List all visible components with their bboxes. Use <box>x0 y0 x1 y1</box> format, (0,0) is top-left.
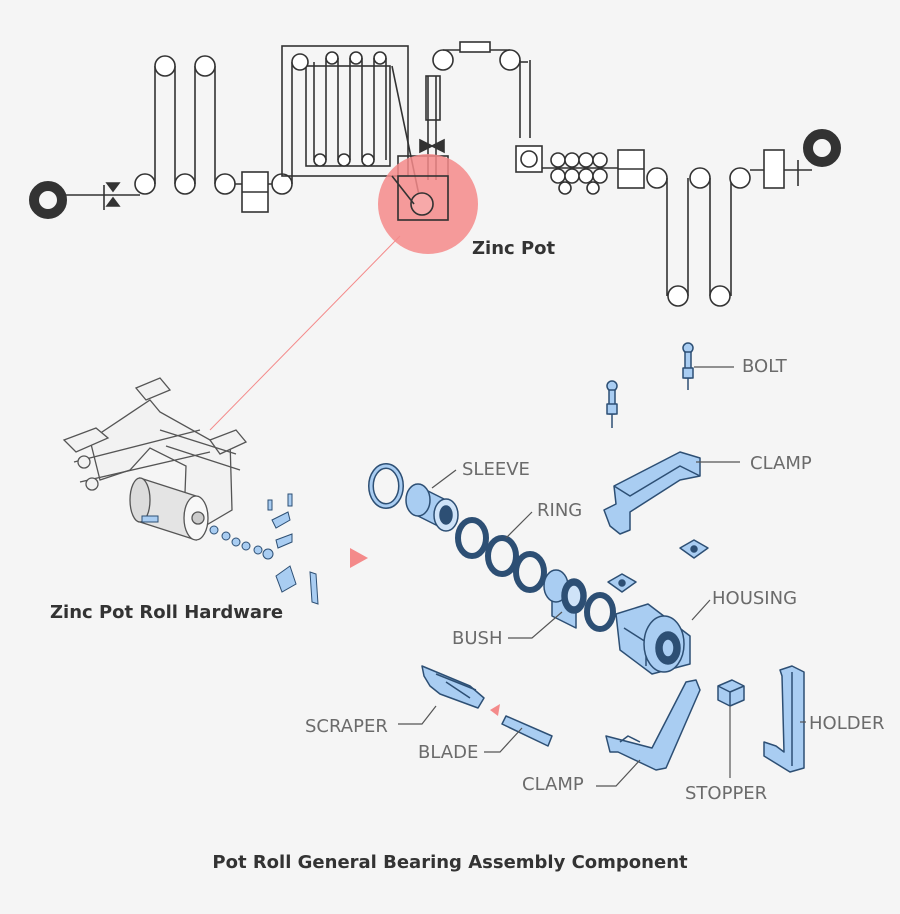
housing-label: HOUSING <box>712 588 798 609</box>
blade-label: BLADE <box>418 742 479 763</box>
entry-coil <box>29 181 67 219</box>
exploded-parts <box>368 342 805 773</box>
clamp-top-part <box>603 451 701 535</box>
bush-part <box>543 569 587 629</box>
clamp-top-label: CLAMP <box>750 453 812 474</box>
process-line <box>29 41 841 307</box>
pot-roll-hardware <box>62 377 248 541</box>
exit-coil <box>803 129 841 167</box>
callout-line <box>209 235 401 431</box>
blade-part <box>501 715 553 747</box>
zinc-pot-label: Zinc Pot <box>472 238 556 259</box>
ring-part <box>455 517 547 593</box>
furnace-box <box>281 45 409 177</box>
hardware-small-parts <box>141 493 319 605</box>
ring-label: RING <box>537 500 583 521</box>
diagram-caption: Pot Roll General Bearing Assembly Compon… <box>212 852 688 873</box>
hardware-label: Zinc Pot Roll Hardware <box>50 602 284 623</box>
scraper-label: SCRAPER <box>305 716 388 737</box>
leader-lines <box>398 366 806 787</box>
bush-label: BUSH <box>452 628 503 649</box>
sleeve-label: SLEEVE <box>462 459 530 480</box>
holder-label: HOLDER <box>809 713 885 734</box>
stopper-label: STOPPER <box>685 783 768 804</box>
arrow-small-icon <box>490 704 500 716</box>
bolt-part <box>682 342 694 390</box>
bolt-part-2 <box>606 380 618 428</box>
stopper-part <box>717 679 745 707</box>
clamp-bottom-part <box>605 679 701 771</box>
sleeve-part <box>405 483 459 532</box>
holder-part <box>763 665 805 773</box>
housing-part <box>615 603 691 675</box>
bolt-label: BOLT <box>742 356 787 377</box>
clamp-bottom-label: CLAMP <box>522 774 584 795</box>
arrow-right-icon <box>350 548 368 568</box>
box-unit-3 <box>763 149 785 189</box>
